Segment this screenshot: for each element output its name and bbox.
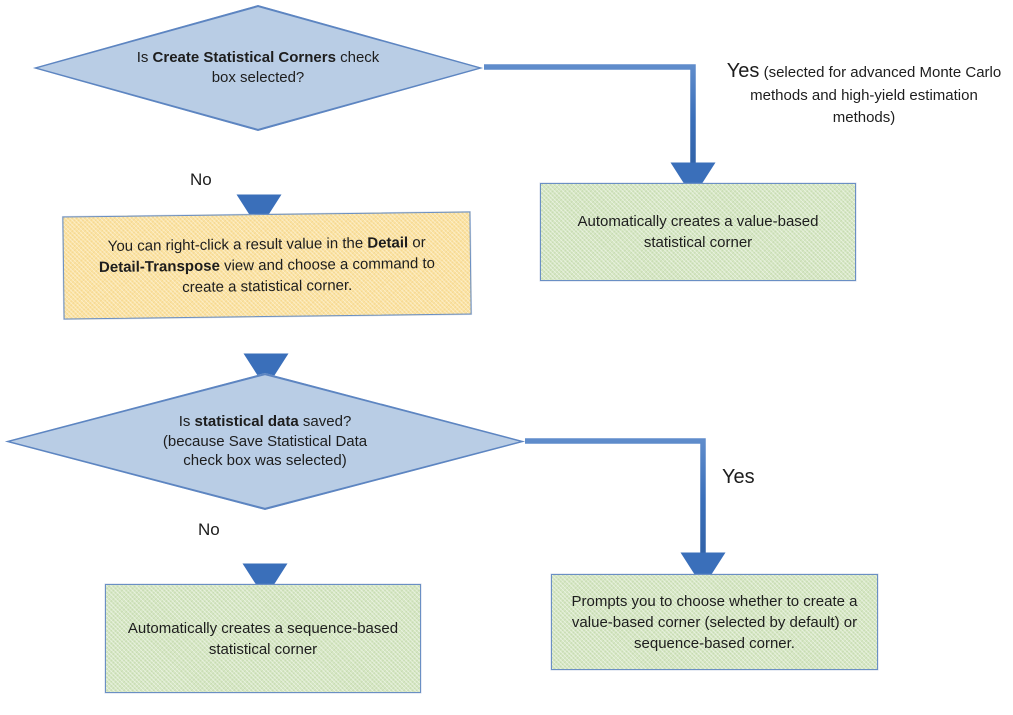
edge-label-decision1-yes-word: Yes [726,60,760,82]
note-right-click-label: You can right-click a result value in th… [98,234,436,297]
edge-label-decision2-no: No [198,520,220,539]
edge-label-decision1-yes-detail: (selected for advanced Monte Carlo metho… [750,64,1002,126]
connector-decision1-to-value-based [484,64,716,198]
decision2-label: Is statistical data saved?(because Save … [162,412,368,470]
process-prompt-choose-corner: Prompts you to choose whether to create … [551,574,878,670]
process-value-based-corner-label: Automatically creates a value-based stat… [577,213,819,251]
process-sequence-based-corner: Automatically creates a sequence-based s… [105,584,421,693]
decision-create-statistical-corners: Is Create Statistical Corners check box … [33,5,483,131]
note-right-click-detail-view: You can right-click a result value in th… [62,211,472,320]
process-value-based-corner: Automatically creates a value-based stat… [540,183,856,281]
decision1-label: Is Create Statistical Corners check box … [136,49,380,86]
edge-label-decision2-yes: Yes [722,466,755,488]
decision-statistical-data-saved: Is statistical data saved?(because Save … [5,373,525,510]
process-prompt-choose-corner-label: Prompts you to choose whether to create … [571,592,858,652]
process-sequence-based-corner-label: Automatically creates a sequence-based s… [127,619,399,658]
edge-label-decision1-yes: Yes (selected for advanced Monte Carlo m… [718,58,1010,129]
connector-decision2-to-prompt [525,438,726,588]
edge-label-decision1-no: No [190,170,212,189]
